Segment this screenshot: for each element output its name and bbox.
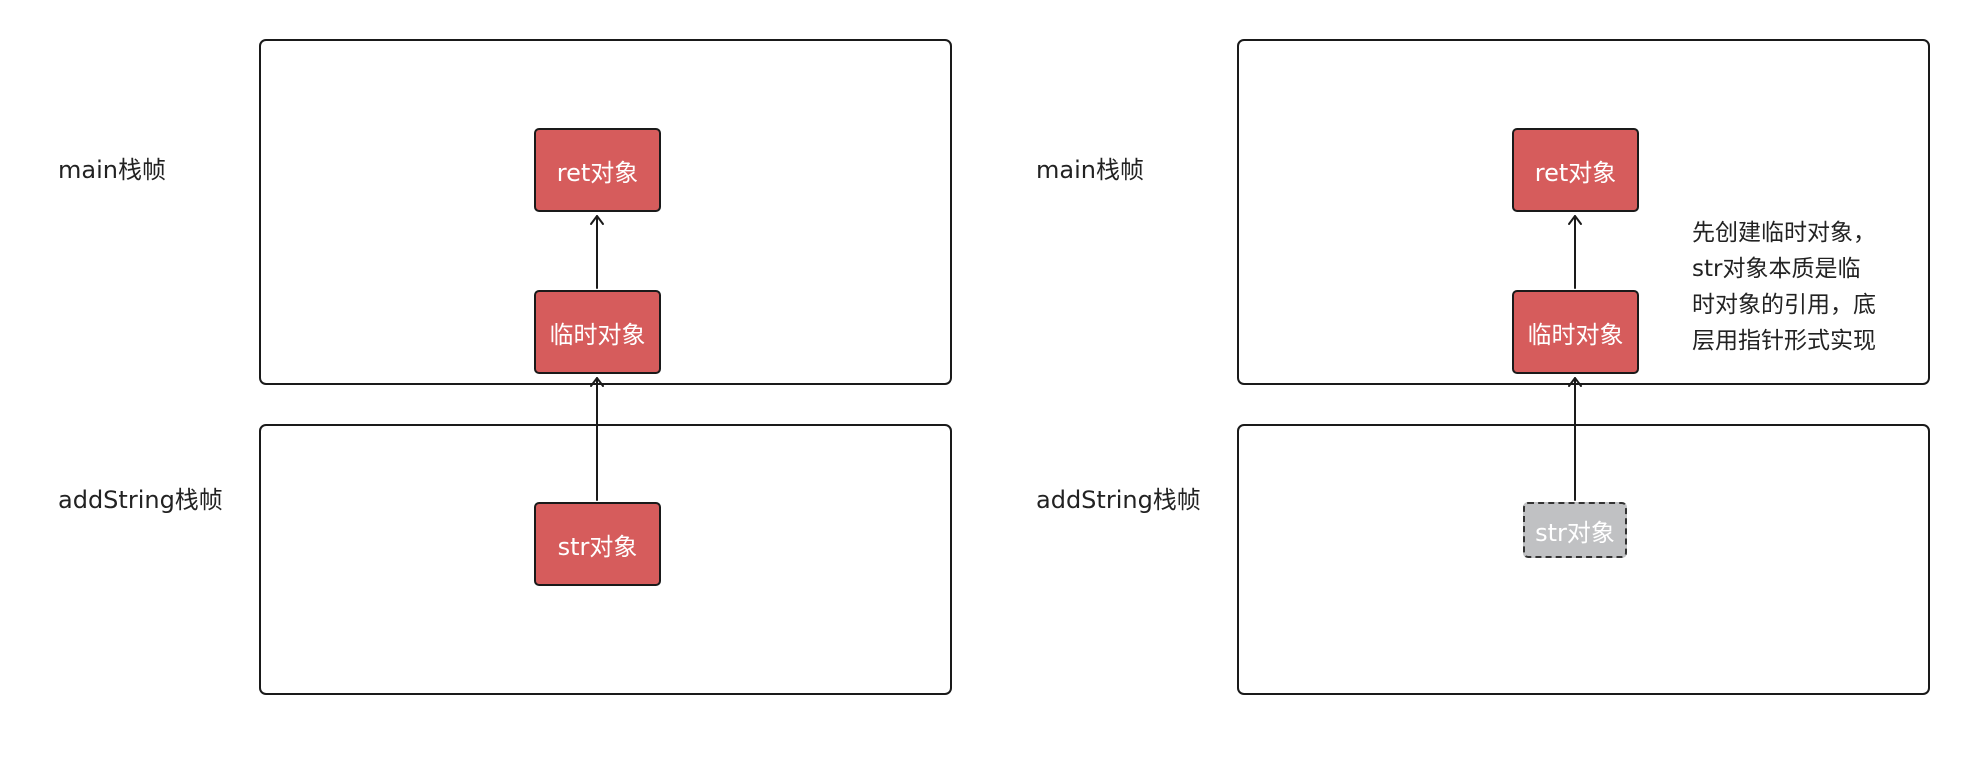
left-addstring-frame-label: addString栈帧 <box>58 486 223 514</box>
left-arrow-temp-to-ret <box>590 215 604 289</box>
left-main-frame-label: main栈帧 <box>58 156 166 184</box>
note-line-4: 层用指针形式实现 <box>1692 328 1876 354</box>
left-str-object-node: str对象 <box>534 502 661 586</box>
note-line-3: 时对象的引用，底 <box>1692 292 1876 318</box>
right-ret-object-node: ret对象 <box>1512 128 1639 212</box>
right-main-frame-label: main栈帧 <box>1036 156 1144 184</box>
note-line-1: 先创建临时对象， <box>1692 220 1876 246</box>
left-temp-object-node: 临时对象 <box>534 290 661 374</box>
right-str-object-node-ghost: str对象 <box>1523 502 1627 558</box>
right-arrow-temp-to-ret <box>1568 215 1582 289</box>
left-arrow-str-to-temp <box>590 377 604 501</box>
right-addstring-frame-label: addString栈帧 <box>1036 486 1201 514</box>
left-ret-object-node: ret对象 <box>534 128 661 212</box>
right-temp-object-node: 临时对象 <box>1512 290 1639 374</box>
note-line-2: str对象本质是临 <box>1692 256 1861 282</box>
right-addstring-frame <box>1237 424 1930 695</box>
right-explanation-note: 先创建临时对象， str对象本质是临 时对象的引用，底 层用指针形式实现 <box>1692 215 1876 359</box>
right-arrow-str-to-temp <box>1568 377 1582 501</box>
